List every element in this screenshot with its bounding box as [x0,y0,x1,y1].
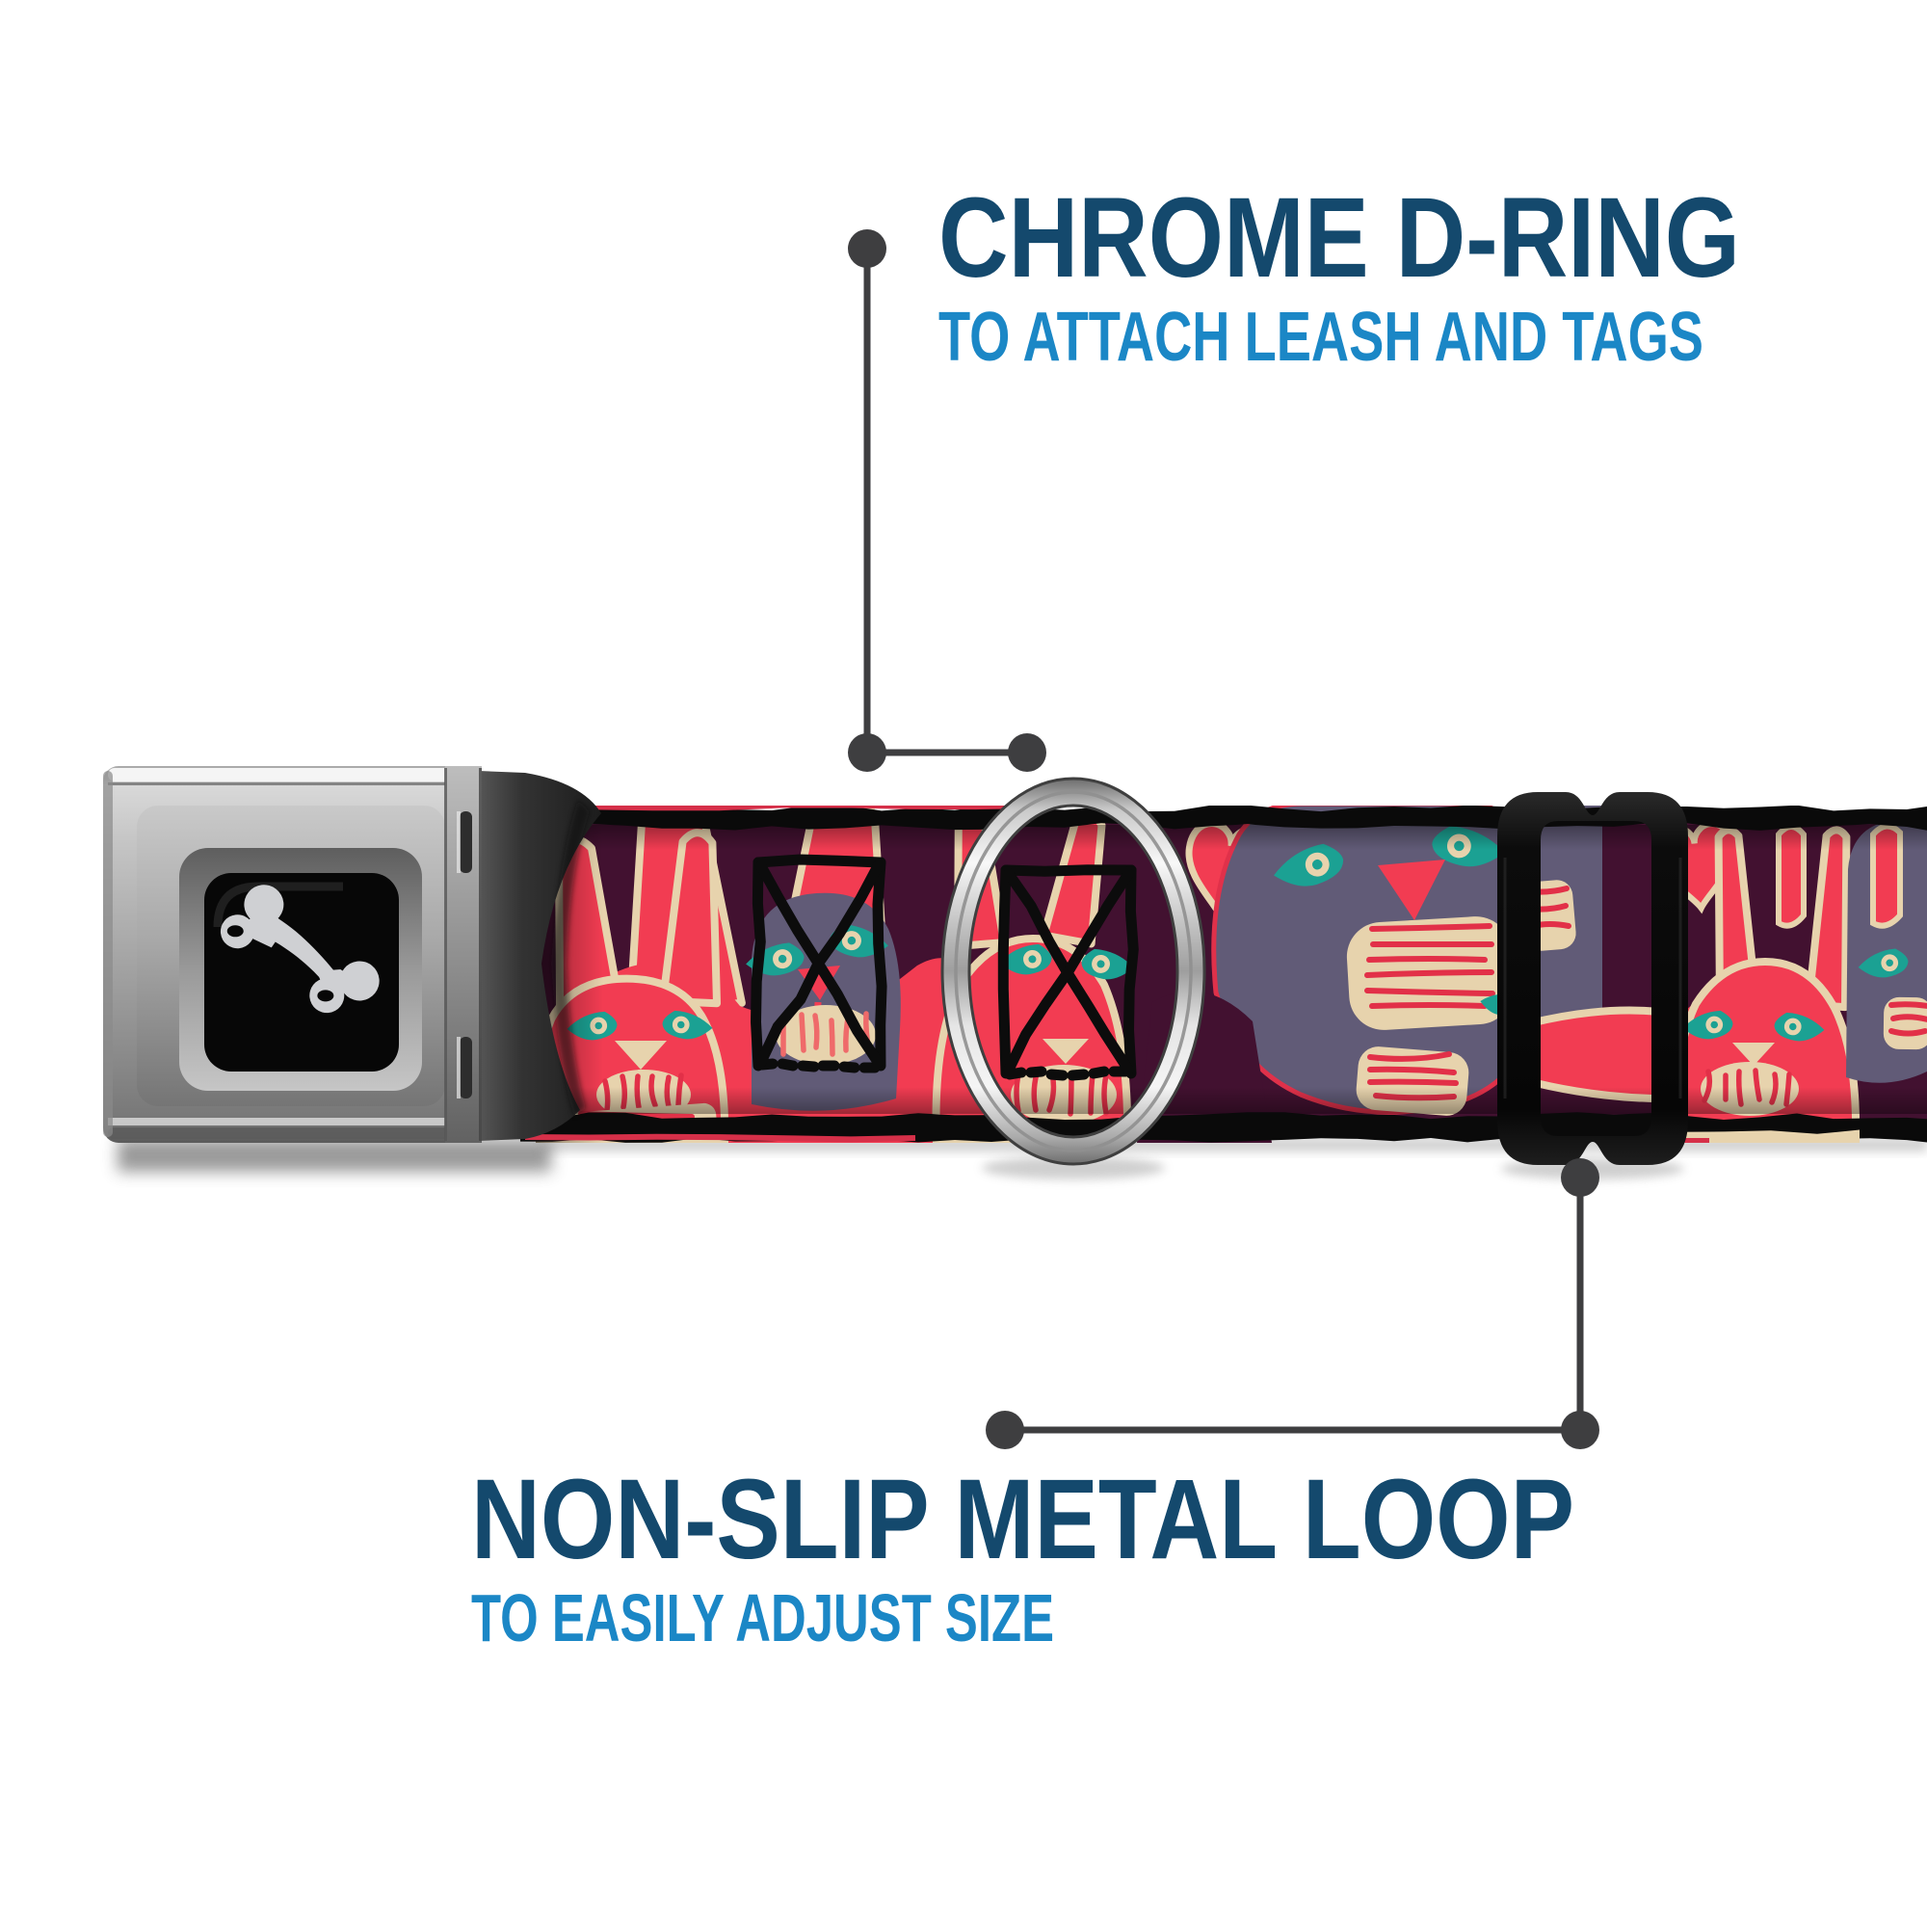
svg-text:TO EASILY ADJUST SIZE: TO EASILY ADJUST SIZE [471,1580,1054,1655]
svg-text:NON-SLIP METAL LOOP: NON-SLIP METAL LOOP [471,1456,1574,1583]
svg-text:TO ATTACH LEASH AND TAGS: TO ATTACH LEASH AND TAGS [938,299,1703,376]
svg-text:CHROME D-RING: CHROME D-RING [938,174,1740,302]
